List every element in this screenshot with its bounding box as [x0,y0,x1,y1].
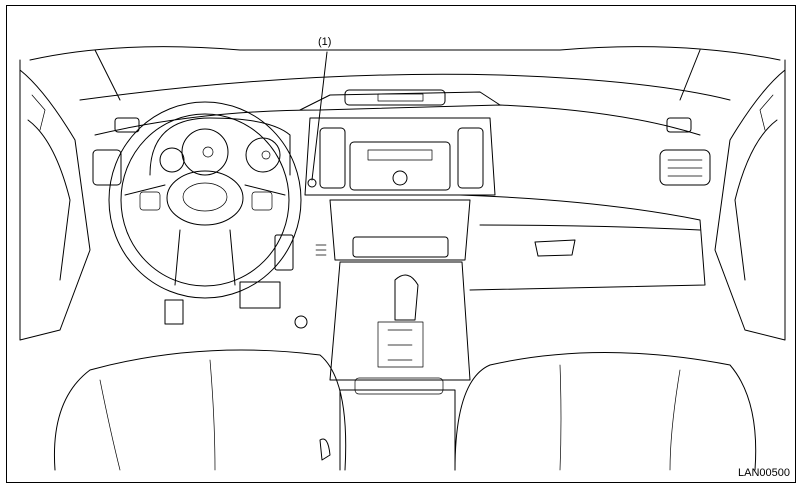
climate-control-panel [352,236,449,258]
callout-label: (1) [318,36,332,48]
left-side-vent [92,149,122,186]
center-left-vent [319,127,346,189]
pedals [164,281,308,329]
callout-target-component [274,234,294,271]
audio-unit [349,141,451,191]
right-door [714,59,786,341]
left-corner-vent [114,117,140,133]
steering-wheel [108,101,302,299]
volume-knob [392,170,408,186]
left-door [19,59,91,341]
instrument-cluster [149,117,291,176]
glove-box-handle [534,239,576,257]
right-side-vent [659,149,711,186]
center-right-vent [457,127,484,189]
callout-leader-line [311,51,328,181]
figure-code: LAN00500 [738,467,790,479]
right-corner-vent [666,117,692,133]
driver-seat [53,349,347,471]
figure-frame [6,5,796,483]
info-display [344,89,446,106]
passenger-seat [454,352,757,471]
gear-lever [394,274,419,321]
center-stack [304,117,496,381]
